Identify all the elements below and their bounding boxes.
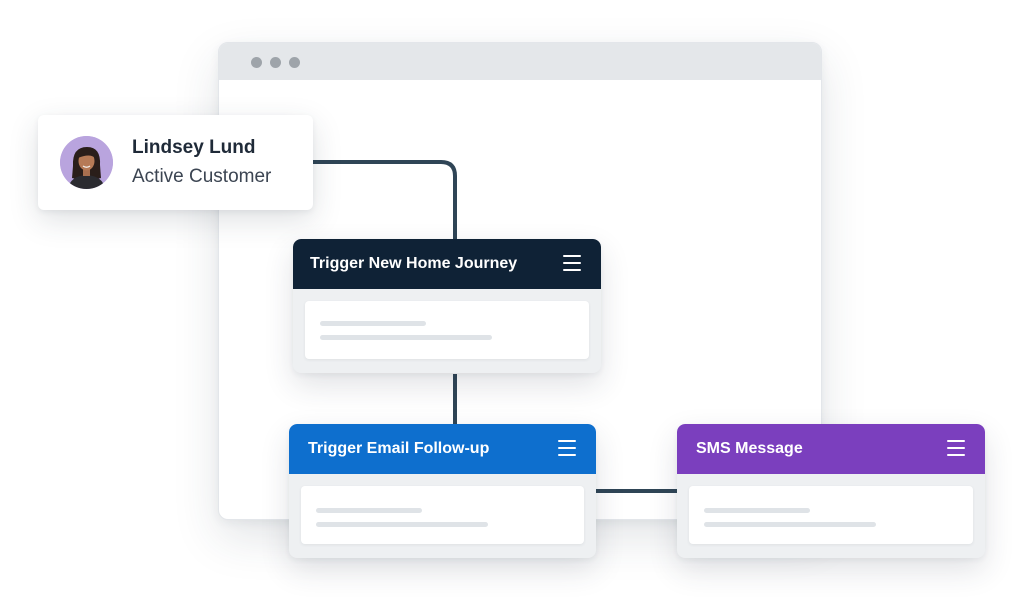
connector-customer-to-journey bbox=[313, 160, 457, 240]
window-dot-icon bbox=[289, 57, 300, 68]
placeholder-line bbox=[316, 522, 488, 527]
node-content-placeholder bbox=[305, 301, 589, 359]
flow-node-email-follow-up[interactable]: Trigger Email Follow-up bbox=[289, 424, 596, 558]
customer-card[interactable]: Lindsey Lund Active Customer bbox=[38, 115, 313, 210]
hamburger-menu-icon[interactable] bbox=[947, 440, 965, 456]
placeholder-line bbox=[704, 508, 810, 513]
browser-title-bar bbox=[219, 43, 821, 80]
flow-node-new-home-journey[interactable]: Trigger New Home Journey bbox=[293, 239, 601, 373]
node-title: Trigger New Home Journey bbox=[310, 255, 518, 272]
hamburger-menu-icon[interactable] bbox=[558, 440, 576, 456]
flow-node-sms-message[interactable]: SMS Message bbox=[677, 424, 985, 558]
hamburger-menu-icon[interactable] bbox=[563, 255, 581, 271]
node-title: Trigger Email Follow-up bbox=[308, 440, 490, 457]
placeholder-line bbox=[704, 522, 876, 527]
placeholder-line bbox=[320, 335, 492, 340]
customer-name: Lindsey Lund bbox=[132, 137, 256, 158]
node-content-placeholder bbox=[689, 486, 973, 544]
window-dot-icon bbox=[270, 57, 281, 68]
node-header: SMS Message bbox=[677, 424, 985, 474]
node-title: SMS Message bbox=[696, 440, 803, 457]
person-avatar-icon bbox=[60, 136, 113, 189]
placeholder-line bbox=[320, 321, 426, 326]
node-header: Trigger Email Follow-up bbox=[289, 424, 596, 474]
node-content-placeholder bbox=[301, 486, 584, 544]
window-dot-icon bbox=[251, 57, 262, 68]
customer-status: Active Customer bbox=[132, 166, 272, 187]
placeholder-line bbox=[316, 508, 422, 513]
node-header: Trigger New Home Journey bbox=[293, 239, 601, 289]
